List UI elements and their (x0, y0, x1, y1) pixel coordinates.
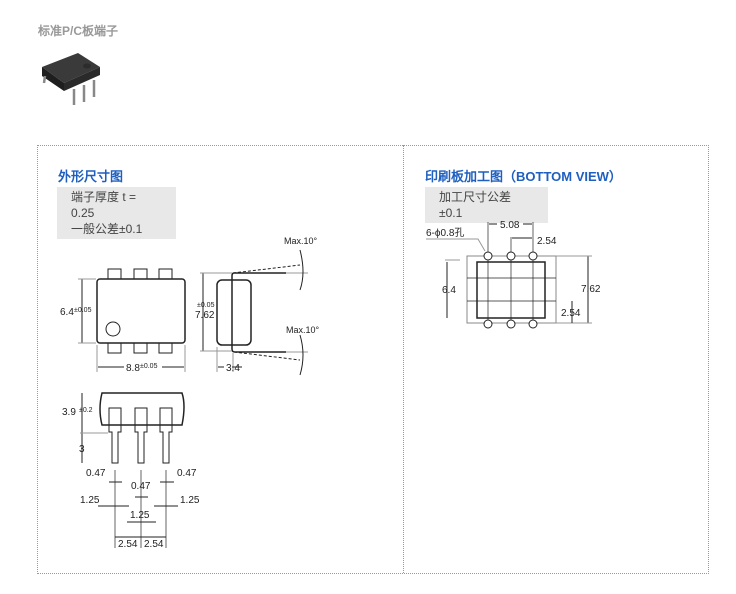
dim-body-height: 3.9 (62, 407, 76, 418)
dim-pitch-left: 2.54 (118, 539, 138, 550)
pcb-title: 印刷板加工图（BOTTOM VIEW） (425, 169, 622, 184)
section-divider (403, 145, 404, 573)
thickness-note: 端子厚度 t = 0.25 (71, 190, 137, 220)
dim-lead-length: 3 (79, 444, 85, 455)
dim-pitch: 2.54 (537, 236, 557, 247)
top-view-drawing (78, 268, 186, 372)
dim-shoulder-center: 1.25 (130, 510, 150, 521)
dim-lead-width-left: 0.47 (86, 468, 106, 479)
dim-holes: 6-ϕ0.8孔 (426, 227, 464, 239)
dim-pcb-height: 6.4 (442, 285, 456, 296)
max-angle-bottom: Max.10° (286, 325, 320, 335)
outline-title: 外形尺寸图 (58, 169, 124, 184)
pcb-note: 加工尺寸公差±0.1 (425, 187, 548, 223)
dim-width-tol: ±0.05 (140, 363, 158, 370)
dim-height-tol: ±0.05 (74, 307, 92, 314)
dim-width: 8.8 (126, 363, 140, 374)
max-angle-top: Max.10° (284, 236, 318, 246)
pcb-bottom-view-drawing (426, 222, 592, 329)
dim-pcb-row-pitch: 2.54 (561, 308, 581, 319)
package-title: 标准P/C板端子 (38, 24, 119, 38)
dim-lead-width-right: 0.47 (177, 468, 197, 479)
dim-height: 6.4 (60, 307, 74, 318)
dim-row-spacing: 7.62 (195, 310, 215, 321)
outline-note: 端子厚度 t = 0.25 一般公差±0.1 (57, 187, 176, 239)
dim-shoulder-right: 1.25 (180, 495, 200, 506)
dim-shoulder-left: 1.25 (80, 495, 100, 506)
dim-body-height-tol: ±0.2 (79, 407, 93, 414)
dim-lead-width-center: 0.47 (131, 481, 151, 492)
dim-span: 5.08 (500, 220, 520, 231)
dim-pitch-right: 2.54 (144, 539, 164, 550)
dim-row-spacing-tol: ±0.05 (197, 302, 215, 309)
tolerance-note: 一般公差±0.1 (71, 222, 143, 236)
front-view-drawing (80, 392, 185, 548)
dimension-frame (37, 145, 709, 574)
dim-pcb-row-spacing: 7.62 (581, 284, 601, 295)
side-view-drawing (200, 249, 308, 376)
chip-image (42, 53, 100, 105)
dim-side-depth: 3.4 (226, 363, 240, 374)
